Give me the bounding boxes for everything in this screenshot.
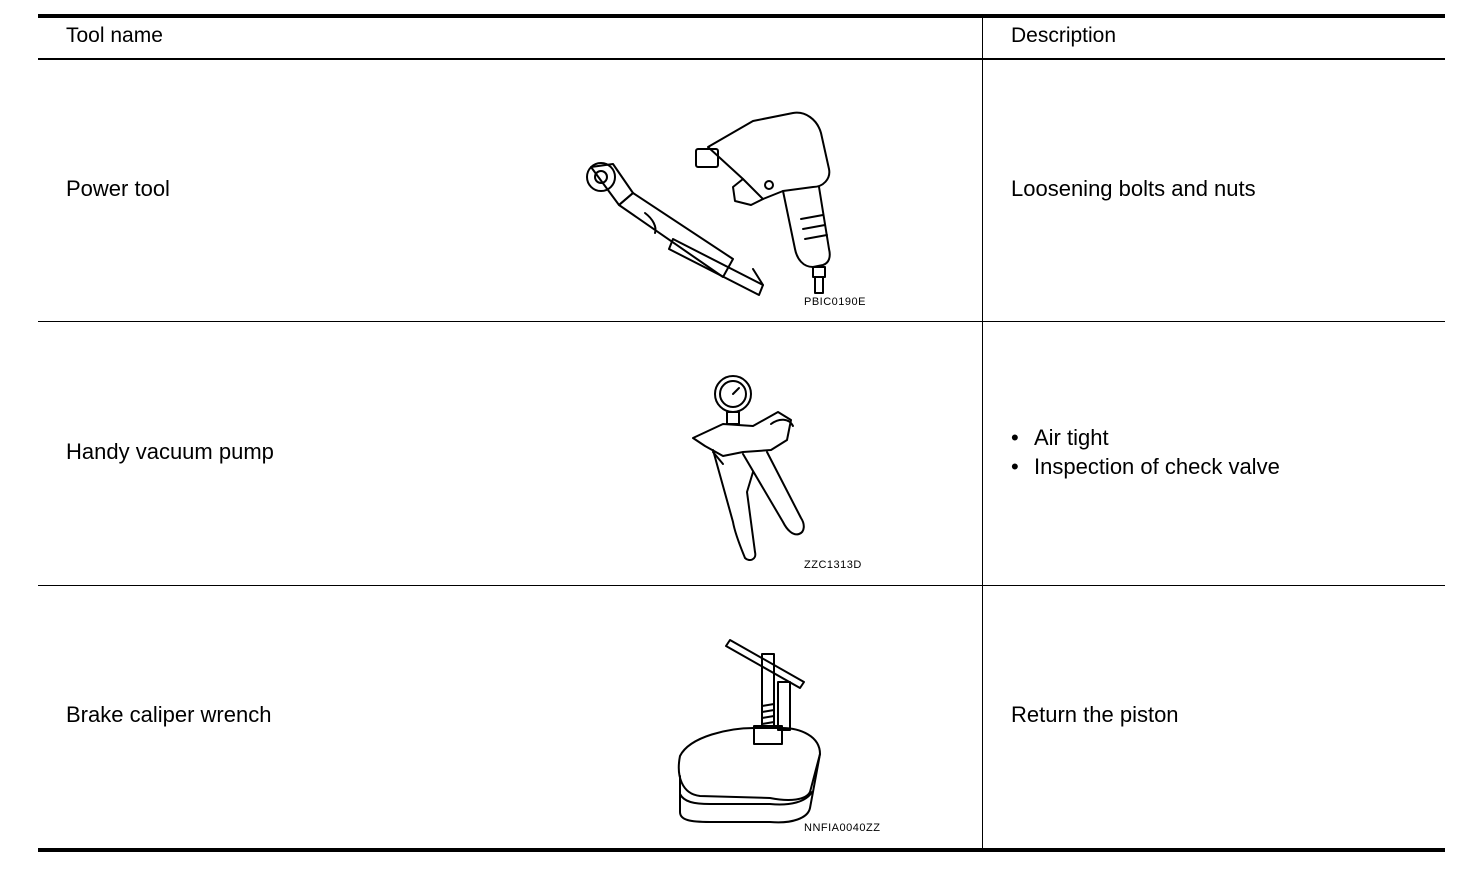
row-divider: [38, 321, 1445, 322]
row-vacuum-pump-image-code: ZZC1313D: [804, 559, 862, 571]
column-divider: [982, 18, 983, 849]
row-power-tool-name: Power tool: [66, 176, 170, 201]
power-tool-icon: [583, 109, 883, 304]
row-vacuum-pump-name: Handy vacuum pump: [66, 439, 274, 464]
header-tool-name: Tool name: [66, 24, 163, 47]
list-item: Inspection of check valve: [1011, 452, 1280, 481]
row-caliper-wrench-image-code: NNFIA0040ZZ: [804, 822, 881, 834]
row-vacuum-pump-description: Air tight Inspection of check valve: [1011, 423, 1280, 481]
row-caliper-wrench-name: Brake caliper wrench: [66, 702, 272, 727]
header-description: Description: [1011, 24, 1117, 47]
caliper-wrench-icon: [670, 636, 821, 831]
row-power-tool-description: Loosening bolts and nuts: [1011, 176, 1256, 201]
tool-table: Tool name Description Power tool PBIC019…: [38, 14, 1445, 853]
table-bottom-rule: [38, 848, 1445, 852]
table-top-rule: [38, 14, 1445, 18]
vacuum-pump-icon: [683, 372, 833, 567]
row-divider: [38, 585, 1445, 586]
table-header-rule: [38, 58, 1445, 60]
row-caliper-wrench-description: Return the piston: [1011, 702, 1179, 727]
list-item: Air tight: [1011, 423, 1280, 452]
row-power-tool-image-code: PBIC0190E: [804, 296, 866, 308]
